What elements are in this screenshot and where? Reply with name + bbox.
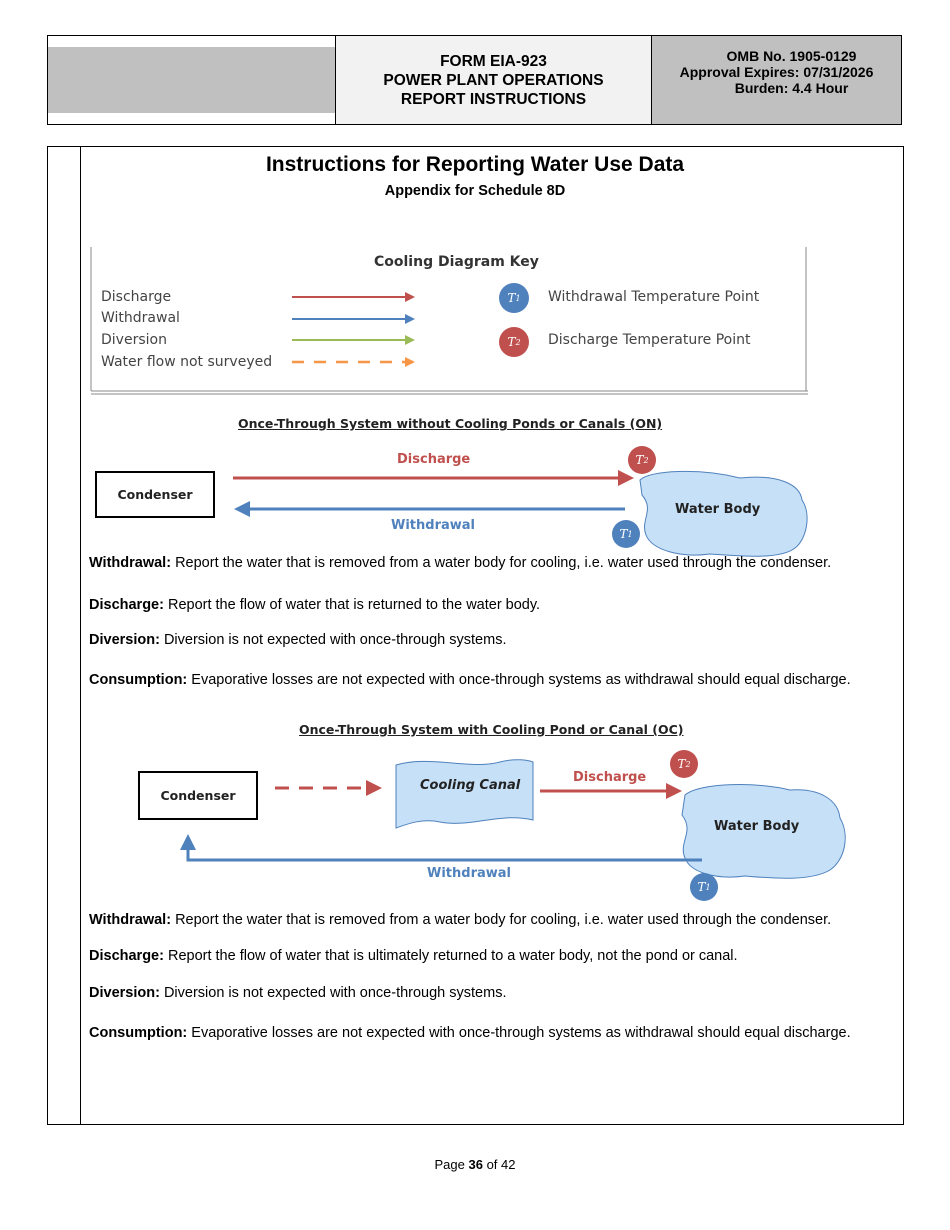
definition: Evaporative losses are not expected with… — [187, 672, 851, 688]
diagram2-water-body-shape — [681, 784, 846, 879]
definition: Report the flow of water that is ultimat… — [163, 948, 738, 964]
diagram2-withdrawal-arrow — [180, 834, 702, 862]
page-suffix: of 42 — [482, 1157, 516, 1172]
key-discharge-label: Discharge — [101, 289, 172, 305]
term: Consumption: — [89, 1025, 188, 1041]
diagram1-condenser-box: Condenser — [95, 471, 215, 518]
approval-expires: Approval Expires: 07/31/2026 — [679, 64, 874, 80]
header-form-title: FORM EIA-923 POWER PLANT OPERATIONS REPO… — [336, 36, 652, 124]
term: Withdrawal: — [89, 912, 172, 928]
header-gray-bar — [48, 47, 335, 113]
diagram2-condenser-box: Condenser — [138, 771, 258, 820]
term: Diversion: — [89, 632, 160, 648]
diagram1-water-body-shape — [639, 470, 808, 557]
section2-discharge: Discharge: Report the flow of water that… — [89, 947, 738, 965]
section1-discharge: Discharge: Report the flow of water that… — [89, 596, 540, 614]
diagram2-water-body-label: Water Body — [714, 819, 800, 834]
page-subtitle: Appendix for Schedule 8D — [384, 183, 566, 199]
diagram1-water-body-label: Water Body — [675, 502, 761, 517]
diagram2-canal-label: Cooling Canal — [420, 778, 521, 793]
section2-consumption: Consumption: Evaporative losses are not … — [89, 1024, 851, 1042]
content-frame — [47, 146, 904, 1125]
definition: Report the flow of water that is returne… — [163, 597, 541, 613]
page-footer: Page 36 of 42 — [0, 1157, 950, 1172]
section1-diversion: Diversion: Diversion is not expected wit… — [89, 631, 506, 649]
page-title: Instructions for Reporting Water Use Dat… — [265, 153, 685, 176]
definition: Report the water that is removed from a … — [171, 555, 832, 571]
form-subtitle-2: REPORT INSTRUCTIONS — [400, 90, 587, 108]
page-prefix: Page — [434, 1157, 469, 1172]
definition: Diversion is not expected with once-thro… — [159, 632, 507, 648]
section2-withdrawal: Withdrawal: Report the water that is rem… — [89, 911, 831, 929]
header-logo-area — [48, 36, 336, 124]
diagram2-title: Once-Through System with Cooling Pond or… — [299, 722, 684, 737]
header-omb-info: OMB No. 1905-0129 Approval Expires: 07/3… — [652, 36, 901, 124]
key-box — [90, 247, 808, 395]
term: Consumption: — [89, 672, 188, 688]
form-name: FORM EIA-923 — [440, 52, 547, 70]
section2-diversion: Diversion: Diversion is not expected wit… — [89, 984, 506, 1002]
section1-withdrawal: Withdrawal: Report the water that is rem… — [89, 554, 831, 572]
diagram2-withdrawal-label: Withdrawal — [427, 866, 511, 881]
key-t1-label: Withdrawal Temperature Point — [548, 289, 760, 305]
diagram1-discharge-label: Discharge — [397, 452, 471, 467]
section1-consumption: Consumption: Evaporative losses are not … — [89, 671, 851, 689]
form-header: FORM EIA-923 POWER PLANT OPERATIONS REPO… — [47, 35, 902, 125]
form-subtitle-1: POWER PLANT OPERATIONS — [383, 71, 604, 89]
definition: Report the water that is removed from a … — [171, 912, 832, 928]
omb-number: OMB No. 1905-0129 — [726, 48, 857, 64]
key-withdrawal-label: Withdrawal — [101, 310, 180, 326]
term: Discharge: — [89, 948, 164, 964]
page-number: 36 — [468, 1157, 483, 1172]
definition: Diversion is not expected with once-thro… — [159, 985, 507, 1001]
definition: Evaporative losses are not expected with… — [187, 1025, 851, 1041]
burden-hours: Burden: 4.4 Hour — [734, 80, 849, 96]
term: Discharge: — [89, 597, 164, 613]
diagram1-title: Once-Through System without Cooling Pond… — [238, 416, 663, 431]
key-diversion-label: Diversion — [101, 332, 167, 348]
diagram1-withdrawal-label: Withdrawal — [391, 518, 475, 533]
term: Withdrawal: — [89, 555, 172, 571]
term: Diversion: — [89, 985, 160, 1001]
key-title: Cooling Diagram Key — [374, 254, 539, 270]
diagram2-canal-shape — [395, 759, 534, 829]
key-not-surveyed-label: Water flow not surveyed — [101, 354, 273, 370]
key-t2-label: Discharge Temperature Point — [548, 332, 751, 348]
frame-gutter-line — [80, 147, 81, 1124]
diagram2-discharge-label: Discharge — [573, 770, 647, 785]
